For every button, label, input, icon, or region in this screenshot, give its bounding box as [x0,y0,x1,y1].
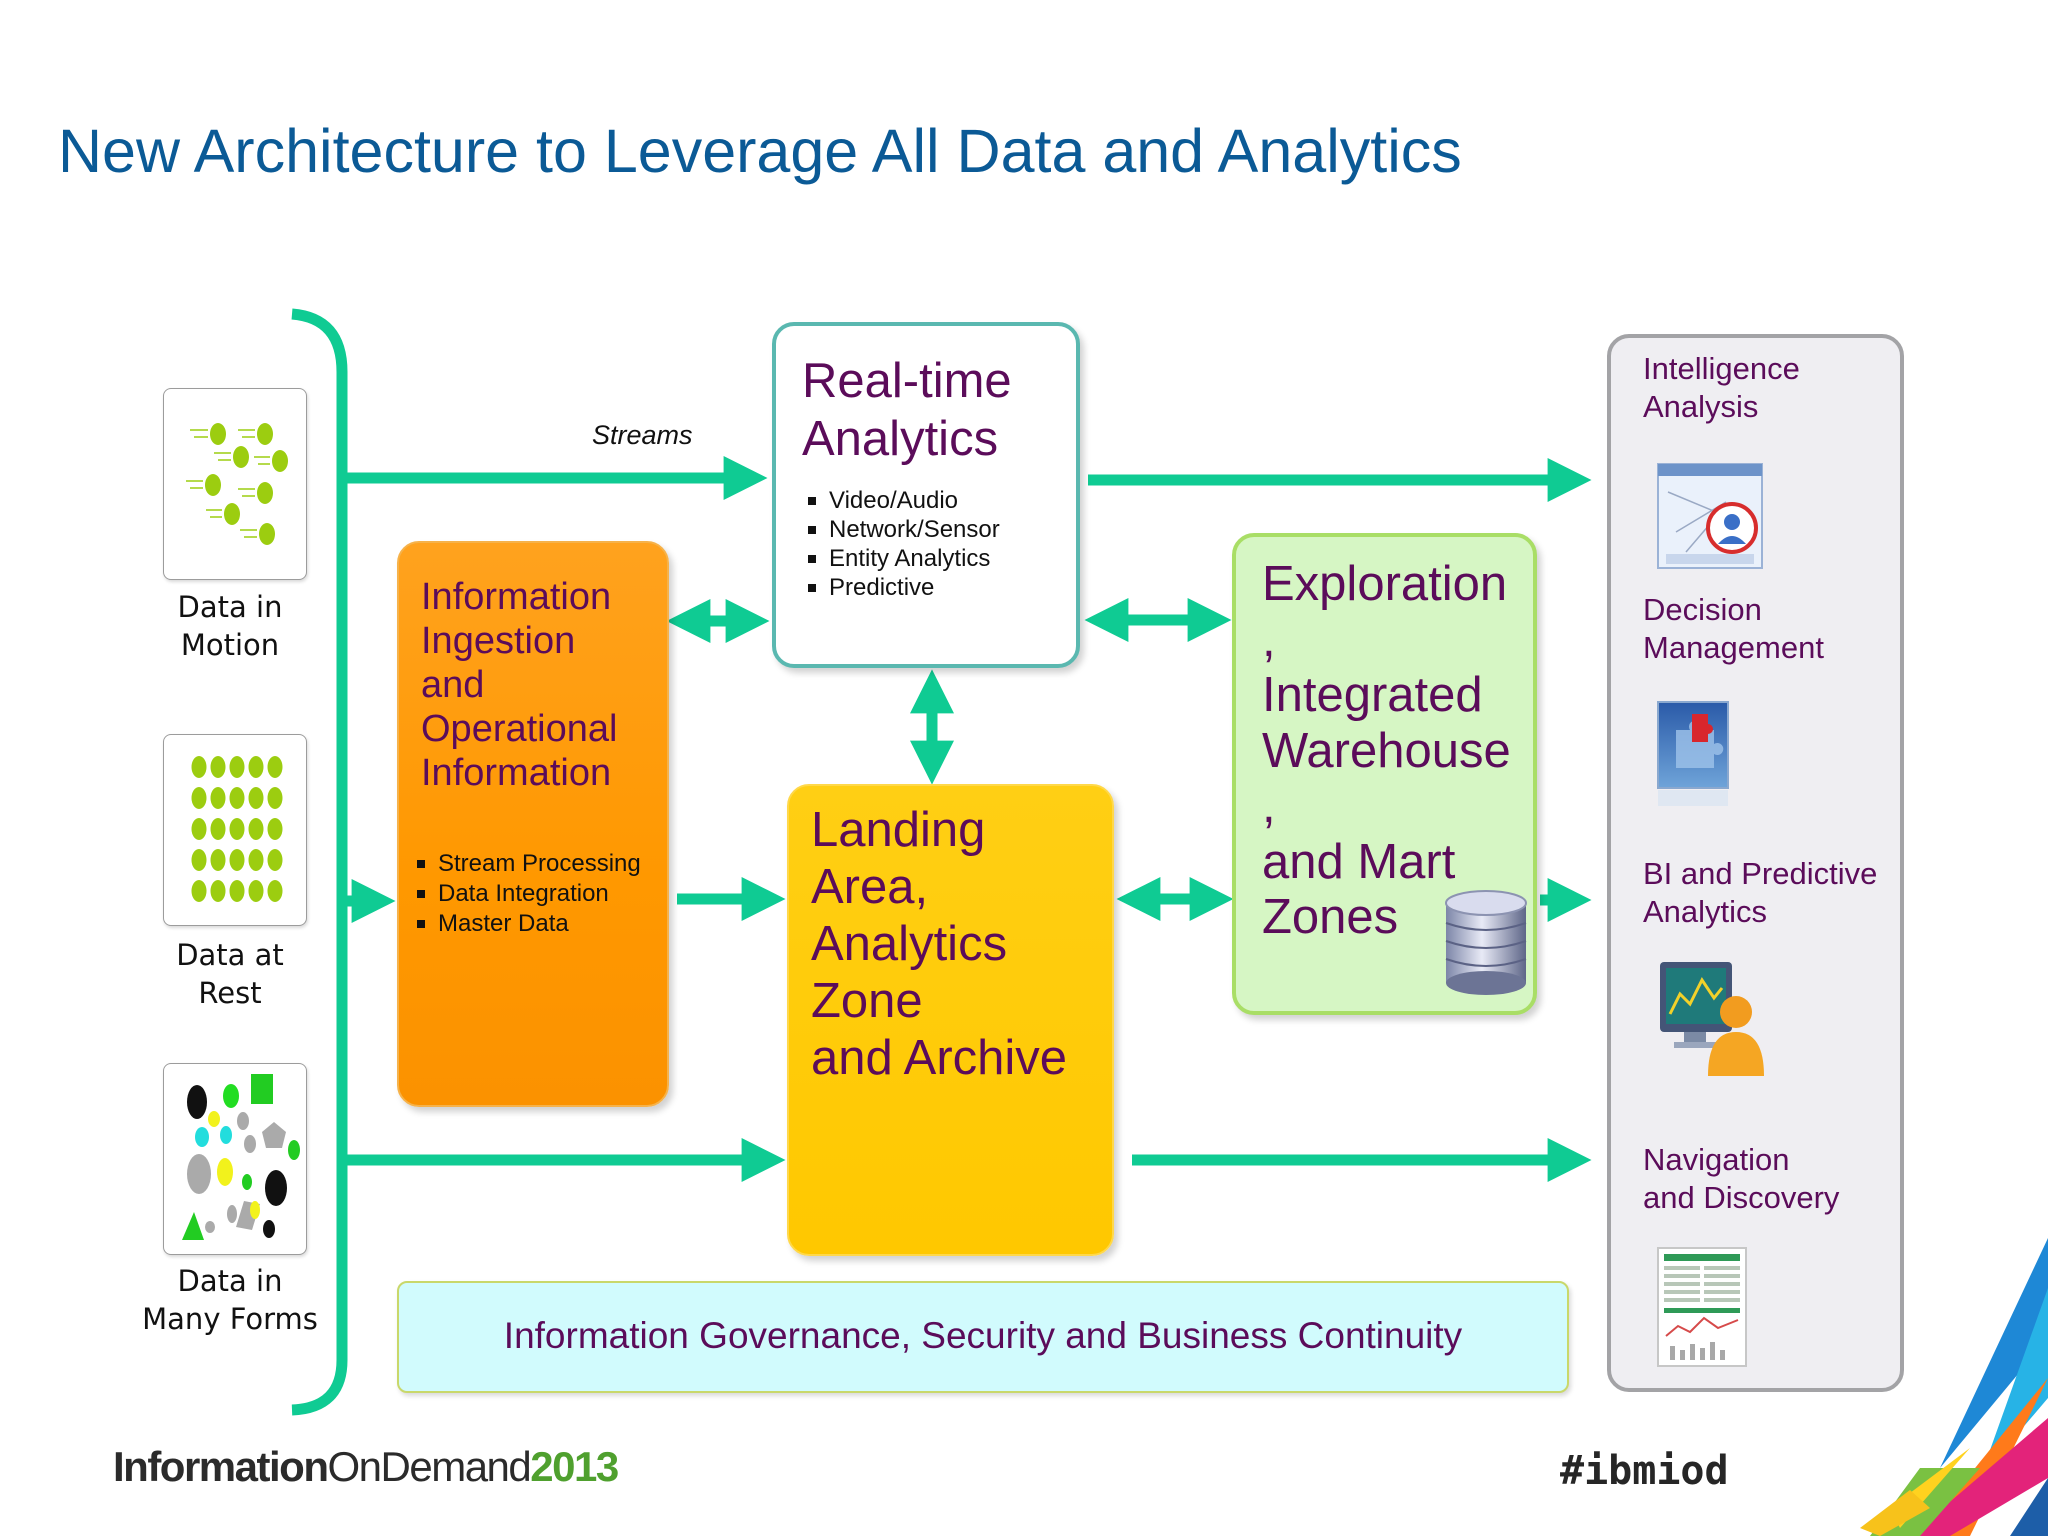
grid-dot [229,756,245,778]
grid-dot [191,787,207,809]
grid-dot [248,849,264,871]
grid-dot [229,818,245,840]
list-item: Network/Sensor [806,515,1000,544]
list-item: Master Data [415,909,641,939]
footer-hashtag: #ibmiod [1560,1448,1729,1494]
data-in-many-forms-card [163,1063,307,1255]
exploration-title: Exploration , Integrated Warehouse , and… [1262,557,1511,944]
grid-dot [229,880,245,902]
report-document-icon [1657,1247,1747,1367]
grid-dot [248,756,264,778]
ingestion-bullets: Stream Processing Data Integration Maste… [415,849,641,939]
puzzle-icon [1657,701,1729,806]
list-item: Entity Analytics [806,544,1000,573]
realtime-bullets: Video/Audio Network/Sensor Entity Analyt… [806,486,1000,602]
list-item: Data Integration [415,879,641,909]
decorative-corner-graphic [1860,1238,2048,1536]
streams-label: Streams [592,420,693,450]
grid-dot [191,849,207,871]
grid-dot [248,880,264,902]
list-item: Stream Processing [415,849,641,879]
governance-label: Information Governance, Security and Bus… [503,1315,1463,1356]
grid-dot [210,787,226,809]
analyst-monitor-icon [1660,962,1764,1076]
mixed-shapes-icon [182,1074,300,1240]
grid-dot [210,818,226,840]
footer-brand: InformationOnDemand2013 [113,1443,619,1490]
data-at-rest-card [163,734,307,926]
grid-dot [267,849,283,871]
ingestion-title: Information Ingestion and Operational In… [421,576,618,794]
intelligence-analysis-icon [1657,463,1763,569]
grid-dot [191,818,207,840]
source-bracket [291,308,348,1416]
grid-dot [267,787,283,809]
list-item: Predictive [806,573,1000,602]
ingestion-panel: Information Ingestion and Operational In… [397,541,669,1107]
outputs-panel [1607,334,1904,1392]
page-title: New Architecture to Leverage All Data an… [58,117,1462,185]
landing-title: Landing Area, Analytics Zone and Archive [811,803,1068,1085]
grid-dot [191,880,207,902]
grid-dot [267,756,283,778]
grid-dot [248,787,264,809]
grid-dot [267,880,283,902]
grid-dot [267,818,283,840]
list-item: Video/Audio [806,486,1000,515]
grid-dot [229,849,245,871]
grid-dot [210,849,226,871]
grid-dot [210,880,226,902]
landing-area-panel: Landing Area, Analytics Zone and Archive [787,784,1114,1256]
grid-dot [229,787,245,809]
realtime-analytics-panel: Real-time Analytics Video/Audio Network/… [772,322,1080,668]
moving-dots-icon [186,423,288,545]
database-icon [1445,890,1527,995]
grid-dot [210,756,226,778]
data-in-motion-card [163,388,307,580]
grid-dot [191,756,207,778]
grid-dot [248,818,264,840]
dot-grid-icon [191,756,283,902]
exploration-panel: Exploration , Integrated Warehouse , and… [1232,533,1537,1015]
governance-bar: Information Governance, Security and Bus… [397,1281,1569,1393]
realtime-title: Real-time Analytics [802,354,1012,466]
